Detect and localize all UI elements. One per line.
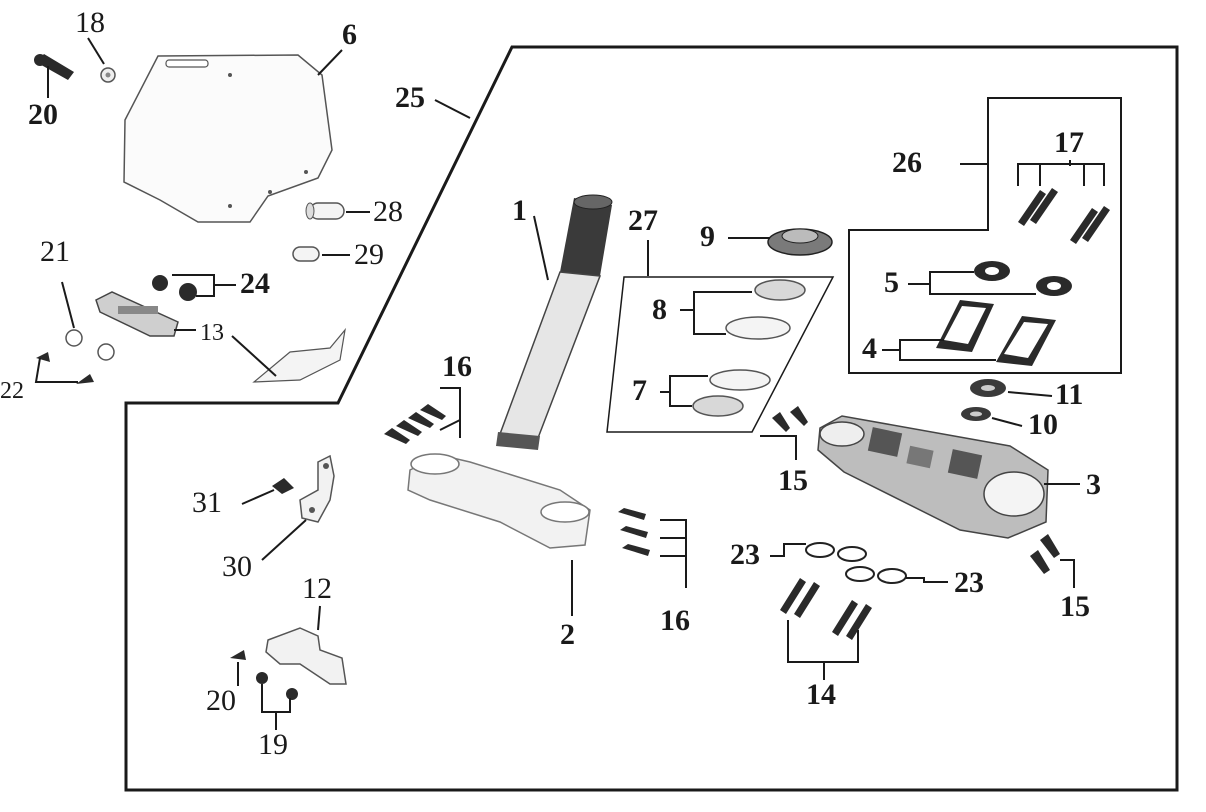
callout-12: 12 <box>302 572 332 605</box>
lower-triple-clamp-part <box>407 453 591 549</box>
callout-25: 25 <box>395 81 425 114</box>
callout-24: 24 <box>240 267 270 300</box>
callout-29: 29 <box>354 238 384 271</box>
callout-5: 5 <box>884 266 899 299</box>
callout-15-right: 15 <box>1060 590 1090 623</box>
windscreen-part <box>123 54 333 223</box>
assembly-boundary-25 <box>124 45 1179 792</box>
callout-16-right: 16 <box>660 604 690 637</box>
callout-14: 14 <box>806 678 836 711</box>
upper-triple-clamp-part <box>817 415 1049 539</box>
callout-15-left: 15 <box>778 464 808 497</box>
callout-17: 17 <box>1054 126 1084 159</box>
callout-27: 27 <box>628 204 658 237</box>
callout-11: 11 <box>1055 378 1084 411</box>
callout-23-right: 23 <box>954 566 984 599</box>
callout-1: 1 <box>512 194 527 227</box>
bolt-part <box>34 54 74 80</box>
callout-2: 2 <box>560 618 575 651</box>
callout-8: 8 <box>652 293 667 326</box>
callout-28: 28 <box>373 195 403 228</box>
callout-23-left: 23 <box>730 538 760 571</box>
callout-21: 21 <box>40 235 70 268</box>
callout-9: 9 <box>700 220 715 253</box>
callout-31: 31 <box>192 486 222 519</box>
callout-3: 3 <box>1086 468 1101 501</box>
callout-22: 22 <box>0 378 24 404</box>
callout-20-lower: 20 <box>206 684 236 717</box>
callout-6: 6 <box>342 18 357 51</box>
callout-30: 30 <box>222 550 252 583</box>
callout-4: 4 <box>862 332 877 365</box>
assembly-boundary-26 <box>848 97 1122 374</box>
callout-13: 13 <box>200 320 224 346</box>
callout-10: 10 <box>1028 408 1058 441</box>
callout-19: 19 <box>258 728 288 761</box>
assembly-boundary-27 <box>606 276 835 433</box>
steering-stem-part <box>496 194 613 450</box>
callout-16-left: 16 <box>442 350 472 383</box>
callout-26: 26 <box>892 146 922 179</box>
callout-7: 7 <box>632 374 647 407</box>
callout-20: 20 <box>28 98 58 131</box>
callout-18: 18 <box>75 6 105 39</box>
